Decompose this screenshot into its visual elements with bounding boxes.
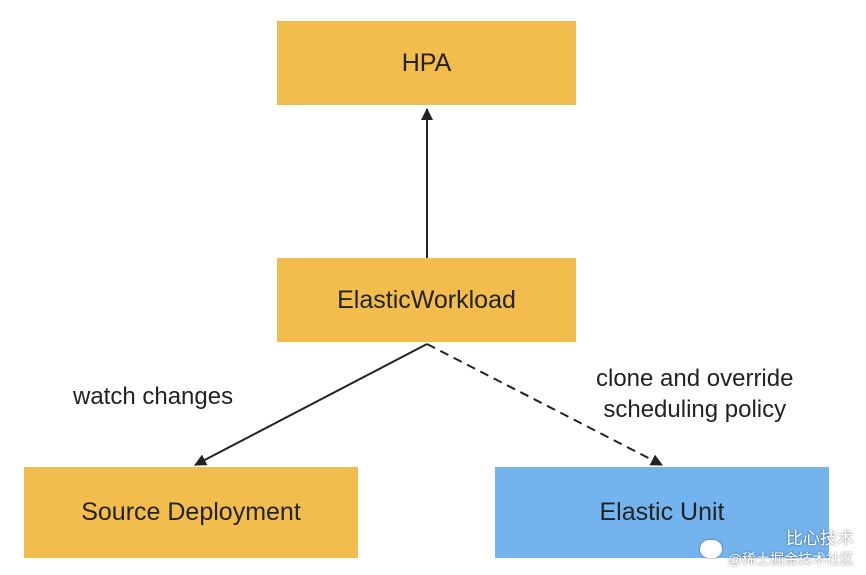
node-elastic-unit: Elastic Unit (495, 467, 829, 558)
node-source-deployment-label: Source Deployment (81, 498, 301, 526)
edge-elasticworkload-to-source-deployment (194, 343, 428, 466)
watermark: 比心技术 @稀土掘金技术社区 (699, 529, 854, 569)
node-hpa: HPA (277, 21, 576, 105)
node-hpa-label: HPA (401, 48, 452, 77)
edge-label-clone-line2: scheduling policy (603, 396, 787, 423)
watermark-line2: @稀土掘金技术社区 (727, 551, 854, 567)
node-elastic-workload: ElasticWorkload (277, 258, 576, 342)
edge-label-clone-override: clone and override scheduling policy (596, 363, 793, 425)
edge-label-watch-changes: watch changes (73, 383, 234, 410)
watermark-line1: 比心技术 (786, 529, 854, 548)
node-elastic-unit-label: Elastic Unit (599, 498, 725, 526)
wechat-icon (699, 540, 722, 558)
edge-label-clone-line1: clone and override (596, 365, 794, 392)
node-source-deployment: Source Deployment (24, 467, 358, 558)
node-elastic-workload-label: ElasticWorkload (337, 285, 516, 314)
